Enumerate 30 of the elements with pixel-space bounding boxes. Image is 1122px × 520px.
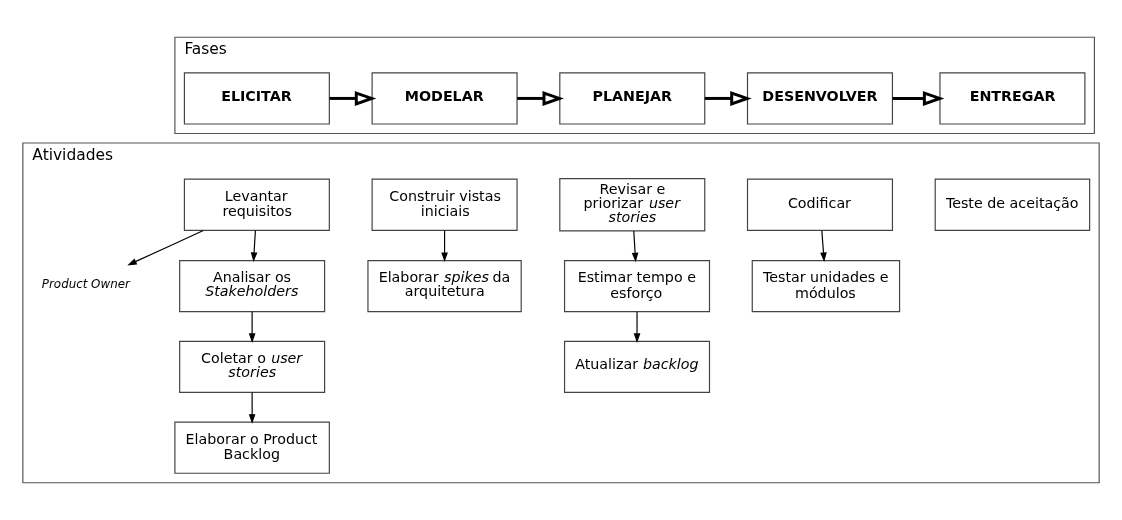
arrow <box>704 90 752 106</box>
node-box: Construir vistas iniciais <box>371 178 518 231</box>
node-box: Testar unidades e módulos <box>751 260 901 313</box>
node-box: Teste de aceitação <box>934 178 1091 231</box>
node-box: Atualizar backlog <box>563 340 711 394</box>
node-box: ENTREGAR <box>939 72 1086 125</box>
node-box: Coletar o user stories <box>179 340 326 394</box>
node-box: Elaborar o Product Backlog <box>174 421 330 474</box>
node-box: Estimar tempo e esforço <box>563 260 711 313</box>
node-box: MODELAR <box>371 72 518 125</box>
node-box: PLANEJAR <box>559 72 706 125</box>
node-text: Product Owner <box>41 276 130 291</box>
node-box: DESENVOLVER <box>746 72 894 125</box>
node-box: Revisar e priorizar user stories <box>559 178 706 232</box>
arrow <box>633 311 641 343</box>
arrow <box>329 90 377 106</box>
node-box: Analisar os Stakeholders <box>179 260 326 313</box>
node-box: ELICITAR <box>183 72 330 125</box>
arrow <box>248 311 256 343</box>
arrow <box>127 229 204 266</box>
arrow <box>820 229 827 262</box>
arrow <box>441 229 448 262</box>
arrow <box>631 230 639 263</box>
node-box: Elaborar spikes da arquitetura <box>367 260 522 313</box>
node-box: Codificar <box>746 178 894 231</box>
arrow <box>517 90 564 106</box>
arrow <box>250 229 258 262</box>
node-box: Levantar requisitos <box>183 178 330 231</box>
arrow <box>892 90 945 106</box>
arrow <box>248 391 256 424</box>
